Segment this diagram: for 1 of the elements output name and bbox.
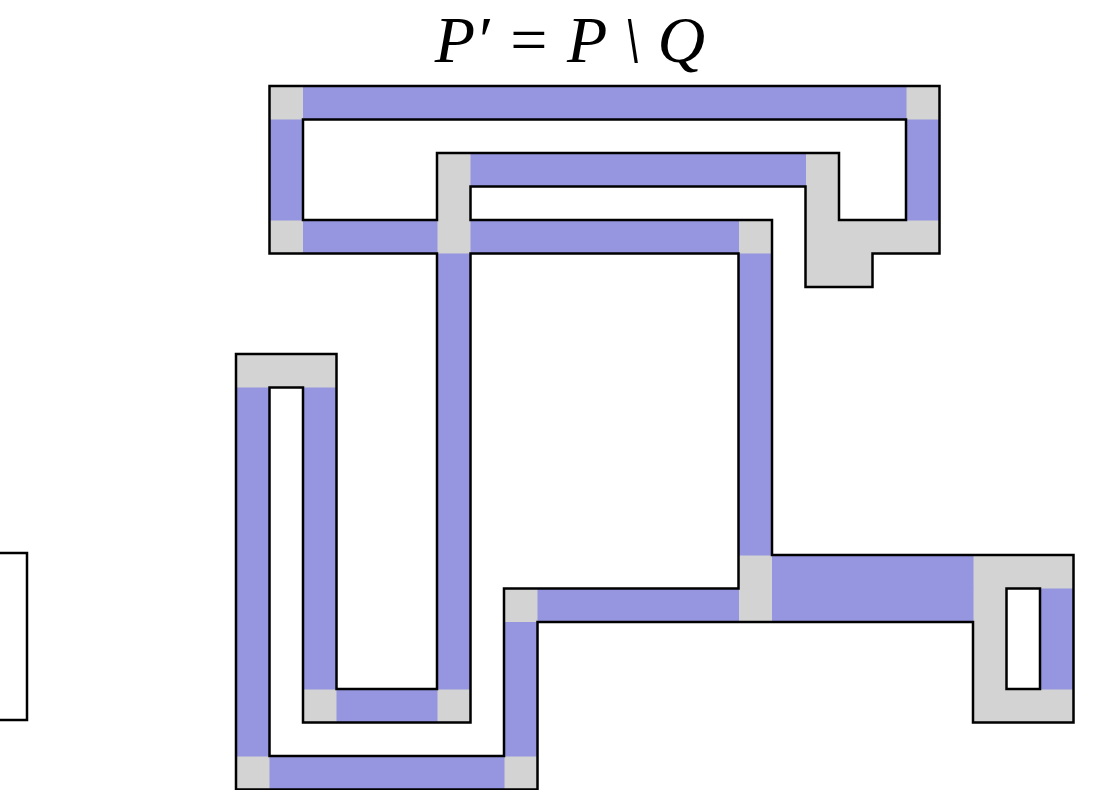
formula-title: P′ = P \ Q [433, 2, 707, 78]
